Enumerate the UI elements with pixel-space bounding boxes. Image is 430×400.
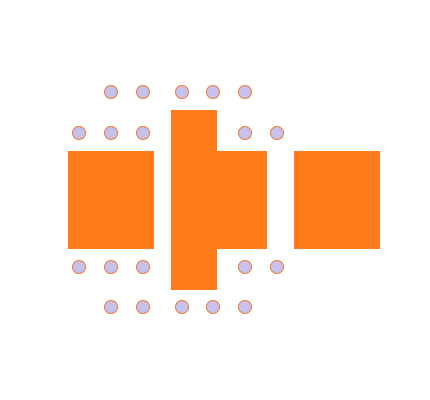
via-top-outer bbox=[238, 85, 252, 99]
via-bottom-inner bbox=[136, 260, 150, 274]
via-top-inner bbox=[104, 126, 118, 140]
via-top-inner bbox=[238, 126, 252, 140]
via-top-inner bbox=[136, 126, 150, 140]
pad-right-square bbox=[294, 151, 380, 249]
via-bottom-outer bbox=[136, 300, 150, 314]
via-top-outer bbox=[136, 85, 150, 99]
via-bottom-inner bbox=[238, 260, 252, 274]
via-top-inner bbox=[270, 126, 284, 140]
via-bottom-outer bbox=[175, 300, 189, 314]
via-top-outer bbox=[175, 85, 189, 99]
via-top-outer bbox=[206, 85, 220, 99]
via-bottom-inner bbox=[270, 260, 284, 274]
pad-left-square bbox=[68, 151, 154, 249]
pad-center-tall bbox=[171, 110, 217, 290]
via-bottom-outer bbox=[206, 300, 220, 314]
via-bottom-inner bbox=[72, 260, 86, 274]
via-top-inner bbox=[72, 126, 86, 140]
via-top-outer bbox=[104, 85, 118, 99]
via-bottom-outer bbox=[104, 300, 118, 314]
via-bottom-outer bbox=[238, 300, 252, 314]
pad-center-right bbox=[217, 151, 267, 249]
via-bottom-inner bbox=[104, 260, 118, 274]
